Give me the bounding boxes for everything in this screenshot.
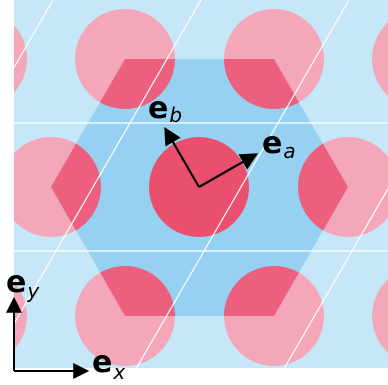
vector-ea-arrow	[198, 153, 259, 188]
vector-eb-arrow	[164, 126, 200, 188]
cartesian-axes	[6, 296, 90, 379]
disk-overlap	[51, 137, 101, 237]
lattice-line	[135, 0, 350, 368]
lattice-line	[14, 0, 54, 69]
lattice-disk	[372, 279, 388, 353]
label-ea: ea	[262, 126, 296, 163]
label-eb: eb	[148, 91, 182, 127]
label-ex: ex	[92, 345, 125, 384]
lattice-line	[283, 187, 388, 368]
label-ey: ey	[6, 265, 40, 303]
lattice-disk	[14, 25, 27, 93]
lattice-disk	[372, 22, 388, 96]
basis-vectors	[164, 126, 259, 188]
lattice-line	[14, 0, 202, 326]
disk-overlap	[298, 137, 348, 237]
